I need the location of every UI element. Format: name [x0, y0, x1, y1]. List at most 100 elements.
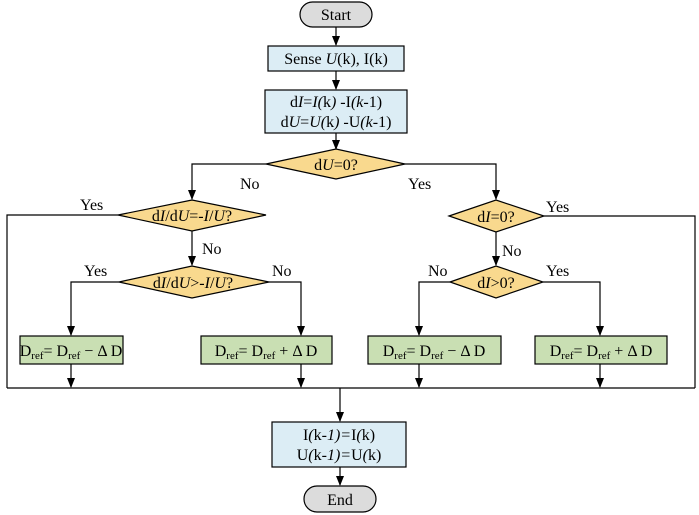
text-segment: k [362, 427, 370, 444]
text-segment: D [20, 343, 32, 360]
text-segment: I [364, 51, 369, 68]
text-segment: -1) [363, 94, 382, 111]
node-increase-left: Dref= Dref + Δ D [200, 335, 333, 365]
label-di0-no: No [502, 243, 522, 260]
node-start: Start [299, 1, 373, 28]
text-segment: ) [370, 427, 375, 444]
text-segment: ref [68, 350, 81, 362]
gt-decision-label: dI/dU>-I/U? [153, 275, 233, 292]
label-dipos-no: No [428, 263, 448, 280]
decrease-left-label: Dref= Dref − Δ D [20, 343, 123, 362]
label-eq-no: No [202, 241, 222, 258]
edge-dipos-yes [543, 281, 604, 336]
text-segment: D [215, 343, 227, 360]
text-segment: d [152, 208, 160, 225]
text-segment: U [322, 157, 335, 174]
node-eq-decision: dI/dU=-I/U? [117, 199, 267, 232]
text-segment: / [209, 208, 214, 225]
edges [6, 27, 696, 486]
text-segment: I [346, 94, 351, 111]
node-du-decision: dU=0? [265, 148, 406, 180]
eq-decision-label: dI/dU=-I/U? [152, 208, 232, 225]
text-segment: /d [165, 208, 177, 225]
text-segment: ? [225, 208, 232, 225]
text-segment: − Δ D [443, 343, 485, 360]
label-du-yes: Yes [408, 176, 431, 193]
text-segment: U [309, 114, 322, 131]
node-update: I(k-1)=I(k) U(k-1)=U(k) [271, 421, 407, 468]
update-line-2: U(k-1)=U(k) [297, 447, 382, 464]
di-zero-decision-label: dI=0? [477, 209, 514, 226]
text-segment: I [159, 208, 166, 225]
text-segment: U [297, 447, 309, 464]
decrease-right-shape [367, 335, 502, 365]
text-segment: -1) [373, 114, 392, 131]
text-segment: ref [561, 350, 574, 362]
text-segment: ref [431, 350, 444, 362]
eq-decision-shape [117, 199, 267, 232]
update-line-1: I(k-1)=I(k) [303, 427, 375, 444]
label-du-no: No [240, 176, 260, 193]
node-diff: dI=I(k) -I(k-1) dU=U(k) -U(k-1) [264, 89, 408, 134]
text-segment: /d [166, 275, 178, 292]
decrease-left-shape [19, 335, 124, 365]
edge-labels: No Yes Yes No Yes No Yes No No Yes [80, 176, 569, 280]
diff-line-2: dU=U(k) -U(k-1) [281, 114, 392, 131]
text-segment: ) [376, 447, 381, 464]
end-label: End [327, 492, 353, 509]
text-segment: >0? [491, 275, 515, 292]
text-segment: ( [351, 94, 358, 111]
text-segment: ref [598, 350, 611, 362]
text-segment: U [213, 208, 226, 225]
text-segment: -1)= [322, 447, 351, 464]
text-segment: ( [360, 114, 367, 131]
text-segment: I [351, 427, 356, 444]
node-di-pos-decision: dI>0? [448, 265, 545, 299]
text-segment: / [210, 275, 215, 292]
node-increase-right: Dref= Dref + Δ D [534, 335, 668, 365]
text-segment: k [366, 114, 374, 131]
text-segment: I [203, 208, 210, 225]
start-label: Start [321, 7, 352, 24]
text-segment: I [297, 94, 304, 111]
diff-shape [264, 89, 408, 134]
text-segment: U [214, 275, 227, 292]
text-segment: = [303, 94, 312, 111]
edge-gt-yes [67, 281, 119, 336]
edge-du-no [188, 163, 266, 200]
node-sense: Sense U(k), I(k) [267, 45, 405, 72]
text-segment: k [356, 94, 364, 111]
label-di0-yes: Yes [546, 199, 569, 216]
text-segment: = D [407, 343, 432, 360]
text-segment: U [178, 208, 191, 225]
text-segment: ( [318, 94, 325, 111]
text-segment: D [383, 343, 395, 360]
du-decision-shape [265, 148, 406, 180]
text-segment: ) - [333, 114, 349, 131]
increase-right-label: Dref= Dref + Δ D [550, 343, 653, 362]
update-shape [271, 421, 407, 468]
text-segment: =0? [491, 209, 515, 226]
end-shape [303, 485, 377, 513]
text-segment: d [314, 157, 322, 174]
label-dipos-yes: Yes [546, 263, 569, 280]
text-segment: I [160, 275, 167, 292]
increase-left-shape [200, 335, 333, 365]
increase-right-shape [534, 335, 668, 365]
text-segment: + Δ D [610, 343, 652, 360]
decrease-right-label: Dref= Dref − Δ D [383, 343, 486, 362]
text-segment: ( [363, 447, 370, 464]
text-segment: = D [239, 343, 264, 360]
text-segment: d [153, 275, 161, 292]
text-segment: (k), [337, 51, 364, 68]
text-segment: I [484, 209, 491, 226]
text-segment: ( [308, 447, 315, 464]
text-segment: ) - [330, 94, 346, 111]
start-shape [299, 1, 373, 28]
text-segment: ( [356, 427, 363, 444]
text-segment: -1)= [322, 427, 351, 444]
text-segment: + Δ D [275, 343, 317, 360]
text-segment: ( [321, 114, 328, 131]
edge-gt-no [269, 281, 305, 336]
